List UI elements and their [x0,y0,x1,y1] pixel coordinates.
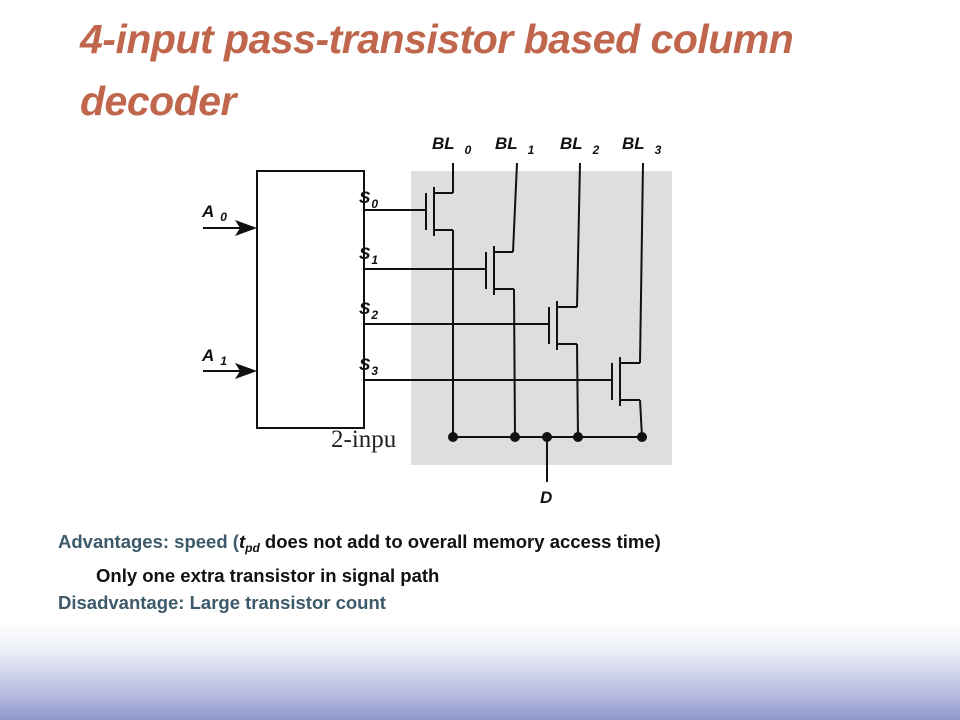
select-label-1: S1 [359,244,378,267]
junction-dot [448,432,458,442]
notes-block: Advantages: speed (tpd does not add to o… [58,528,938,616]
decoder-block [256,170,365,429]
footer-gradient [0,620,960,720]
advantages-line: Advantages: speed (tpd does not add to o… [58,528,938,562]
disadvantage-text: Large transistor count [189,592,386,613]
pass-transistor-0 [425,163,454,437]
disadvantage-line: Disadvantage: Large transistor count [58,589,938,616]
transistor-array-background [411,171,672,465]
decoder-label: 2-inpu [331,426,397,453]
tpd-symbol: t [238,531,246,552]
advantages-label: Advantages: [58,531,170,552]
select-label-2: S2 [359,299,378,322]
slide-title: 4-input pass-transistor based column dec… [80,16,794,124]
arrow-icon [235,220,257,236]
junction-dot [637,432,647,442]
select-label-0: S0 [359,188,378,211]
junction-dot [542,432,552,442]
tpd-subscript: pd [245,541,260,555]
pass-transistor-3 [611,162,644,438]
arrow-icon [235,363,257,379]
output-label: D [540,488,552,507]
extra-transistor-line: Only one extra transistor in signal path [96,565,440,586]
junction-dot [510,432,520,442]
advantages-detail: does not add to overall memory access ti… [259,531,661,552]
disadvantage-label: Disadvantage: [58,592,185,613]
select-label-3: S3 [359,355,378,378]
pass-transistor-2 [548,162,581,438]
junction-dot [573,432,583,442]
pass-transistor-1 [485,162,518,438]
advantages-speed: speed ( [174,531,239,552]
